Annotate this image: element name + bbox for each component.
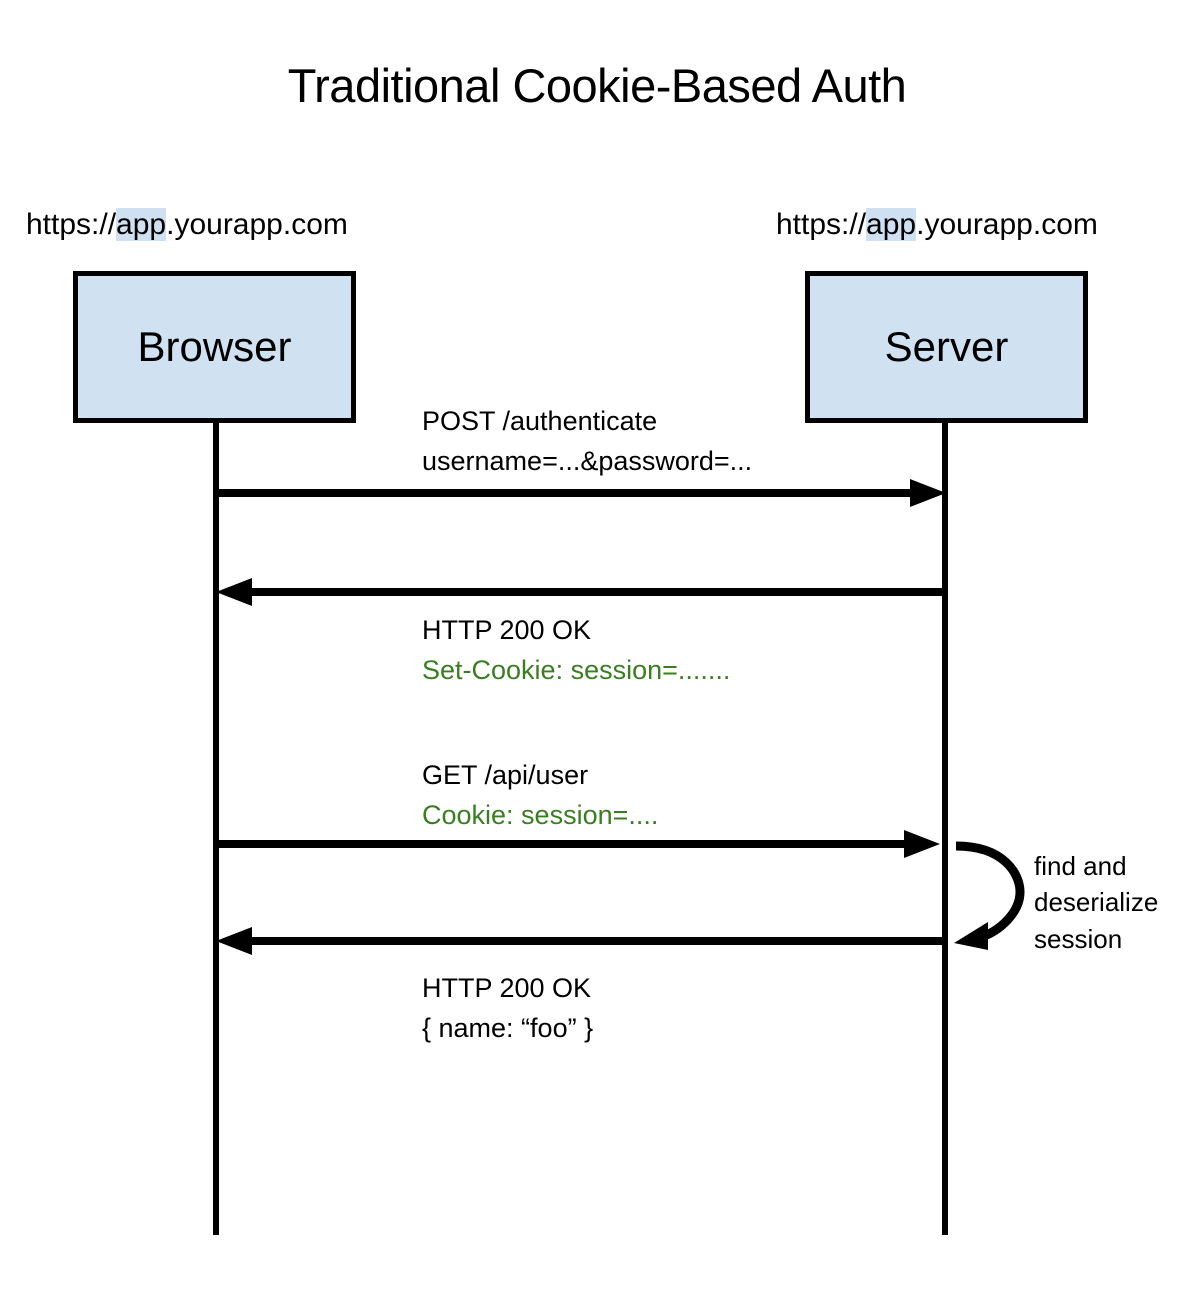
participant-box-browser: Browser bbox=[73, 271, 356, 423]
page-title: Traditional Cookie-Based Auth bbox=[287, 59, 907, 112]
participant-box-server: Server bbox=[805, 271, 1088, 423]
message-line-1: GET /api/user bbox=[422, 760, 589, 790]
message-line-1: HTTP 200 OK bbox=[422, 973, 592, 1003]
message-arrow-json-response bbox=[210, 926, 952, 956]
message-label-json-response: HTTP 200 OK { name: “foo” } bbox=[422, 969, 593, 1048]
message-arrow-set-cookie bbox=[210, 577, 952, 607]
message-label-set-cookie: HTTP 200 OK Set-Cookie: session=....... bbox=[422, 611, 730, 690]
message-line-2: username=...&password=... bbox=[422, 445, 753, 476]
message-line-2: Set-Cookie: session=....... bbox=[422, 654, 731, 685]
message-line-2: { name: “foo” } bbox=[422, 1012, 594, 1043]
server-url-suffix: .yourapp.com bbox=[916, 208, 1098, 241]
participant-label-browser: Browser bbox=[137, 323, 292, 370]
participant-label-server: Server bbox=[884, 323, 1009, 370]
self-loop-line-2: deserialize bbox=[1034, 887, 1159, 918]
browser-url-suffix: .yourapp.com bbox=[166, 208, 348, 241]
server-url-prefix: https:// bbox=[776, 208, 867, 241]
server-url-caption: https://app.yourapp.com bbox=[776, 208, 1098, 241]
browser-url-prefix: https:// bbox=[26, 208, 117, 241]
message-line-1: HTTP 200 OK bbox=[422, 615, 592, 645]
message-label-post-authenticate: POST /authenticate username=...&password… bbox=[422, 402, 752, 481]
message-label-get-api-user: GET /api/user Cookie: session=.... bbox=[422, 756, 658, 835]
lifeline-browser bbox=[213, 423, 219, 1235]
message-line-2: Cookie: session=.... bbox=[422, 799, 659, 830]
message-arrow-get-api-user bbox=[210, 829, 952, 859]
self-loop-label-find-deserialize-session: find and deserialize session bbox=[1034, 848, 1158, 957]
self-loop-line-3: session bbox=[1034, 923, 1123, 954]
lifeline-server bbox=[942, 423, 948, 1235]
server-url-highlight: app bbox=[866, 208, 917, 241]
browser-url-highlight: app bbox=[116, 208, 167, 241]
message-line-1: POST /authenticate bbox=[422, 406, 658, 436]
self-loop-line-1: find and bbox=[1034, 851, 1127, 881]
message-arrow-post-authenticate bbox=[210, 478, 952, 508]
self-loop-arrow-find-deserialize-session bbox=[942, 828, 1032, 956]
browser-url-caption: https://app.yourapp.com bbox=[26, 208, 348, 241]
